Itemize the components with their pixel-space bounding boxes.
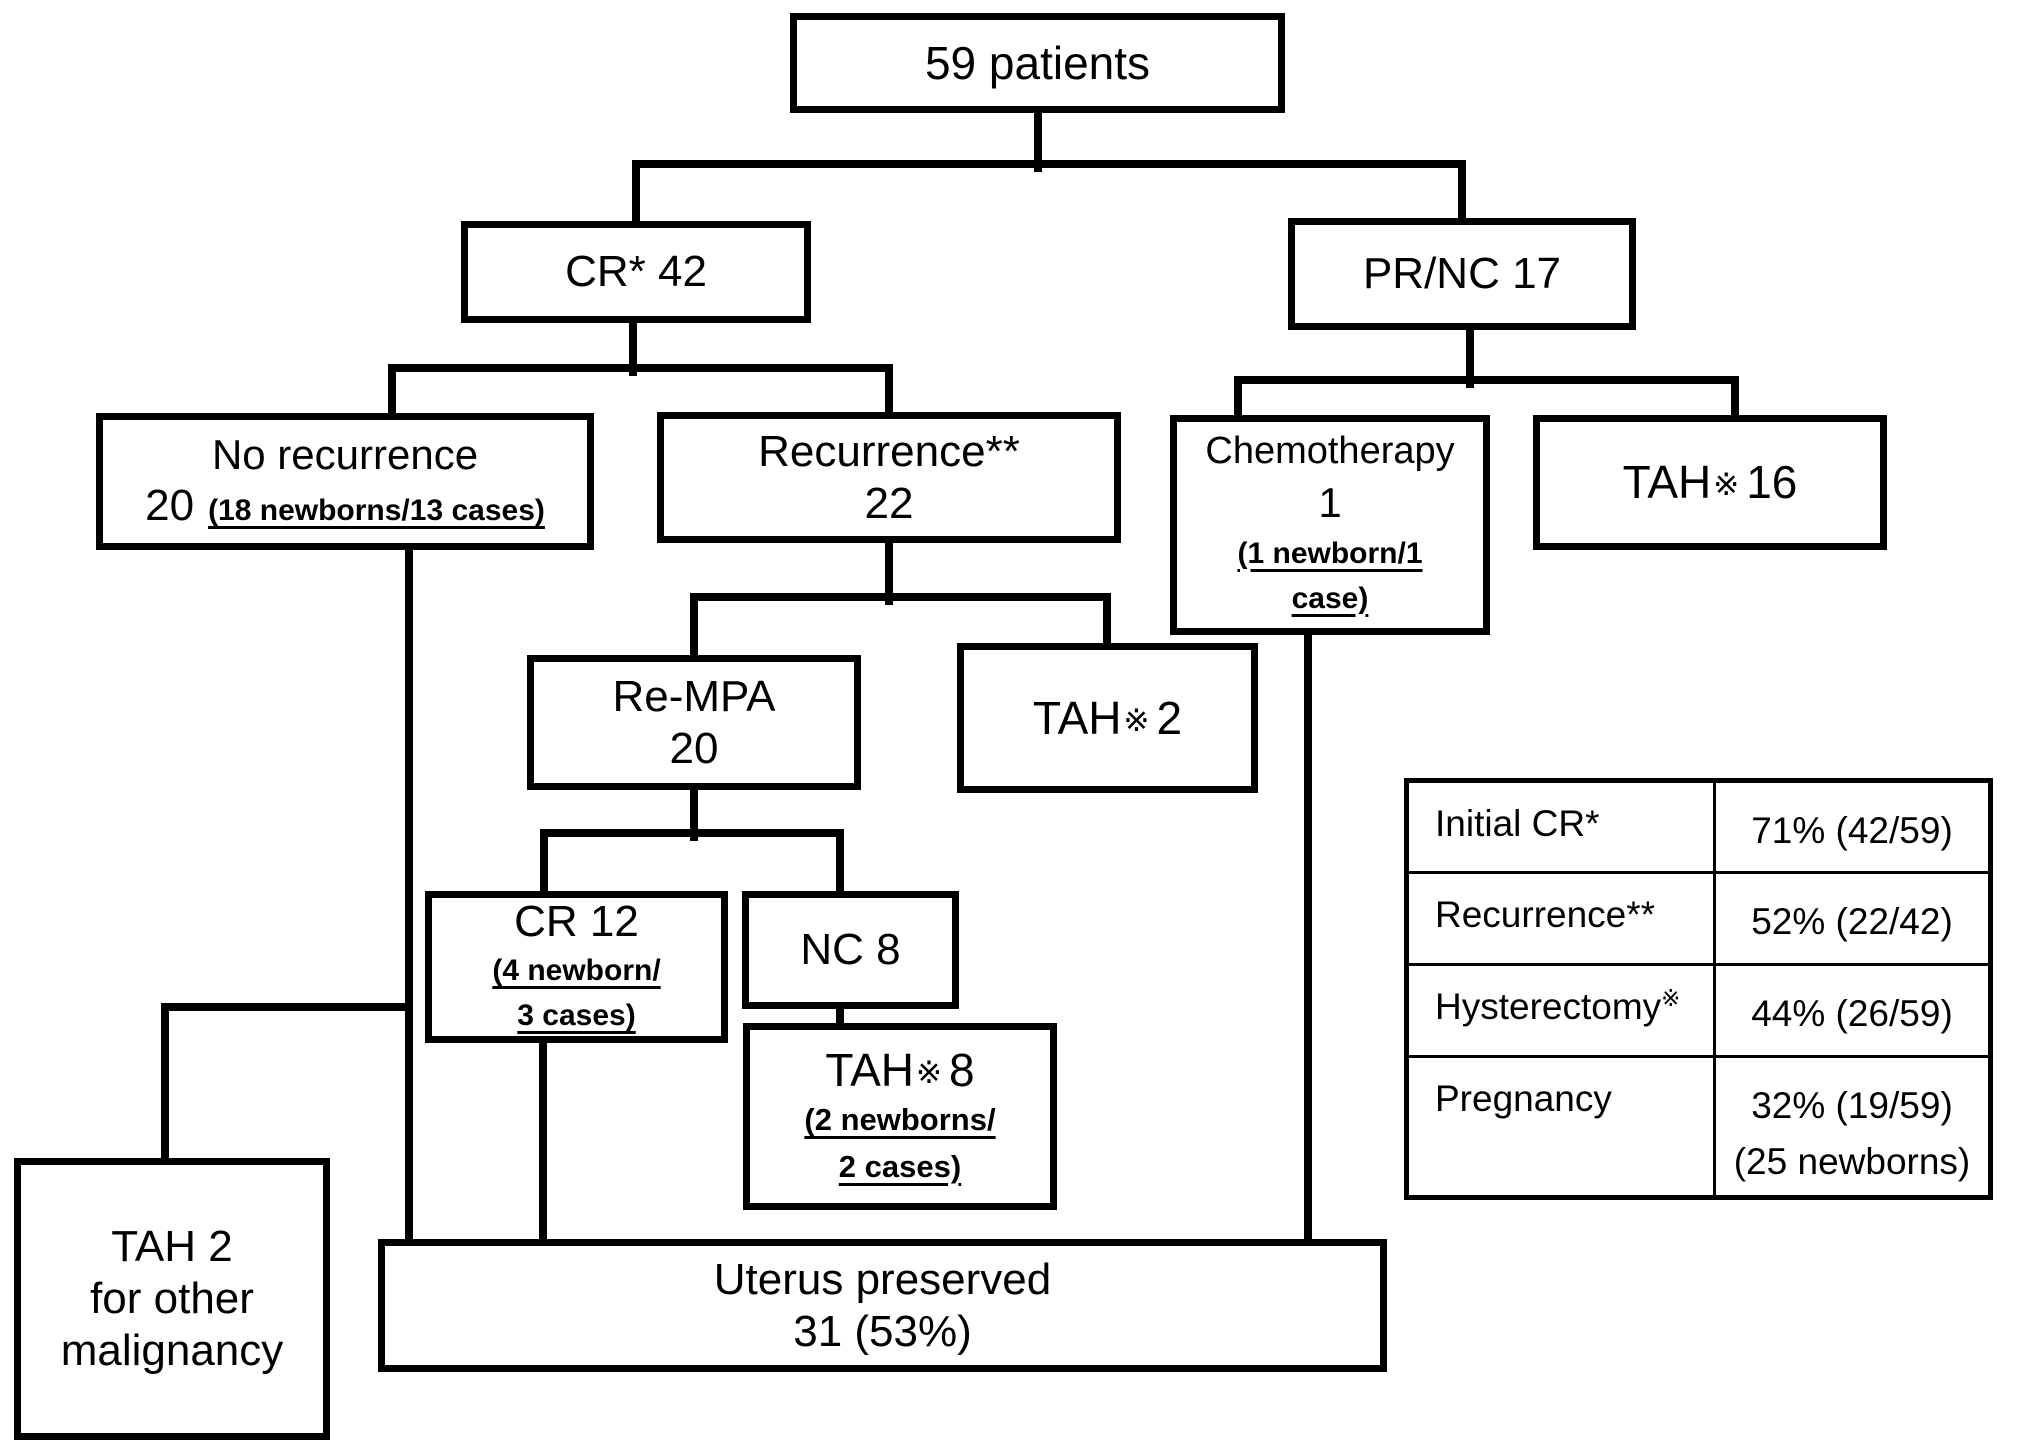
row-value-cell: 32% (19/59) (25 newborns) — [1713, 1055, 1992, 1199]
reference-mark: ※ — [1713, 467, 1740, 503]
row-value: 71% (42/59) — [1751, 810, 1953, 851]
row-value-2: (25 newborns) — [1733, 1140, 1971, 1182]
row-label: Initial CR* — [1435, 803, 1600, 844]
row-label-cell: Initial CR* — [1405, 779, 1716, 874]
row-label: Pregnancy — [1435, 1078, 1612, 1119]
row-label: Hysterectomy — [1435, 986, 1662, 1027]
node-count: 8 — [948, 1043, 975, 1096]
node-nc-8: NC 8 — [742, 891, 959, 1009]
table-row: Pregnancy 32% (19/59) (25 newborns) — [1405, 1055, 1992, 1199]
note-line-1: (2 newborns/ — [804, 1102, 996, 1138]
node-59-patients: 59 patients — [790, 13, 1285, 113]
note-line-1: (4 newborn/ — [492, 953, 661, 987]
row-value: 52% (22/42) — [1751, 901, 1953, 942]
note-line-1: (1 newborn/1 — [1237, 536, 1423, 570]
row-value: 32% (19/59) — [1751, 1085, 1953, 1126]
node-note: (4 newborn/3 cases) — [492, 948, 660, 1038]
node-re-mpa-20: Re-MPA 20 — [527, 655, 861, 790]
node-title: Uterus preserved — [713, 1254, 1052, 1304]
connector-rempa-rail — [540, 829, 844, 895]
tah-text: TAH — [1032, 691, 1122, 744]
node-label: CR* 42 — [565, 247, 707, 297]
node-tah-8: TAH※8 (2 newborns/2 cases) — [743, 1023, 1057, 1210]
node-tah-2: TAH※2 — [957, 643, 1258, 793]
node-label: TAH※8 — [825, 1043, 974, 1097]
node-label: TAH※2 — [1033, 691, 1182, 745]
node-line-1: TAH 2 — [111, 1222, 233, 1272]
node-count: 20 — [669, 723, 719, 773]
table-row: Recurrence** 52% (22/42) — [1405, 871, 1992, 966]
node-title: Recurrence** — [758, 426, 1020, 476]
node-title: NC 8 — [800, 925, 901, 975]
node-title: Re-MPA — [612, 671, 776, 721]
node-label: 59 patients — [924, 36, 1151, 89]
note-line-2: case) — [1291, 581, 1369, 615]
reference-mark: ※ — [1661, 985, 1681, 1012]
node-tah-16: TAH※16 — [1533, 415, 1887, 550]
node-recurrence-22: Recurrence** 22 — [657, 412, 1121, 543]
tah-text: TAH — [825, 1043, 915, 1096]
row-value-cell: 44% (26/59) — [1713, 963, 1992, 1058]
node-note: (18 newborns/13 cases) — [208, 493, 545, 527]
node-count: 2 — [1156, 691, 1183, 744]
row-label: Recurrence** — [1435, 894, 1656, 935]
row-value-cell: 71% (42/59) — [1713, 779, 1992, 874]
connector-level1-rail — [632, 160, 1466, 225]
tah-text: TAH — [1622, 456, 1712, 509]
note-line-2: 2 cases) — [838, 1148, 962, 1184]
row-label-cell: Hysterectomy※ — [1405, 963, 1716, 1058]
node-count: 31 (53%) — [793, 1306, 972, 1356]
row-label-cell: Pregnancy — [1405, 1055, 1716, 1199]
reference-mark: ※ — [915, 1054, 943, 1090]
node-cr-12: CR 12 (4 newborn/3 cases) — [425, 891, 728, 1043]
node-note: (1 newborn/1 case) — [1237, 531, 1422, 621]
node-count: 20 — [145, 480, 195, 530]
node-chemotherapy-1: Chemotherapy 1 (1 newborn/1 case) — [1170, 415, 1490, 635]
summary-table: Initial CR* 71% (42/59) Recurrence** 52%… — [1404, 778, 1993, 1200]
row-value: 44% (26/59) — [1751, 993, 1953, 1034]
node-title: No recurrence — [211, 431, 479, 479]
node-line-3: malignancy — [60, 1325, 284, 1375]
connector-prnc-rail — [1234, 376, 1739, 419]
node-count: 22 — [864, 478, 914, 528]
node-line-2: for other — [90, 1274, 254, 1324]
node-label: PR/NC 17 — [1362, 249, 1562, 299]
table-row: Initial CR* 71% (42/59) — [1405, 779, 1992, 874]
node-label: TAH※16 — [1623, 455, 1798, 509]
node-no-recurrence: No recurrence 20 (18 newborns/13 cases) — [96, 413, 594, 550]
node-uterus-preserved: Uterus preserved 31 (53%) — [378, 1239, 1387, 1372]
table-row: Hysterectomy※ 44% (26/59) — [1405, 963, 1992, 1058]
node-title: CR 12 — [514, 897, 639, 947]
node-count: 1 — [1318, 478, 1342, 526]
node-title: Chemotherapy — [1205, 430, 1455, 473]
row-label-cell: Recurrence** — [1405, 871, 1716, 966]
node-note: (2 newborns/2 cases) — [804, 1097, 995, 1190]
reference-mark: ※ — [1123, 702, 1150, 738]
node-count-row: 20 (18 newborns/13 cases) — [145, 480, 545, 533]
connector-tah-other-branch — [161, 1003, 413, 1162]
node-cr-42: CR* 42 — [461, 221, 811, 323]
connector-recurrence-rail — [690, 593, 1111, 659]
row-value-cell: 52% (22/42) — [1713, 871, 1992, 966]
node-tah-2-other-malignancy: TAH 2 for other malignancy — [14, 1158, 330, 1440]
note-line-2: 3 cases) — [517, 998, 636, 1032]
connector-cr42-rail — [388, 364, 893, 417]
node-pr-nc-17: PR/NC 17 — [1288, 218, 1636, 330]
node-count: 16 — [1746, 456, 1798, 509]
